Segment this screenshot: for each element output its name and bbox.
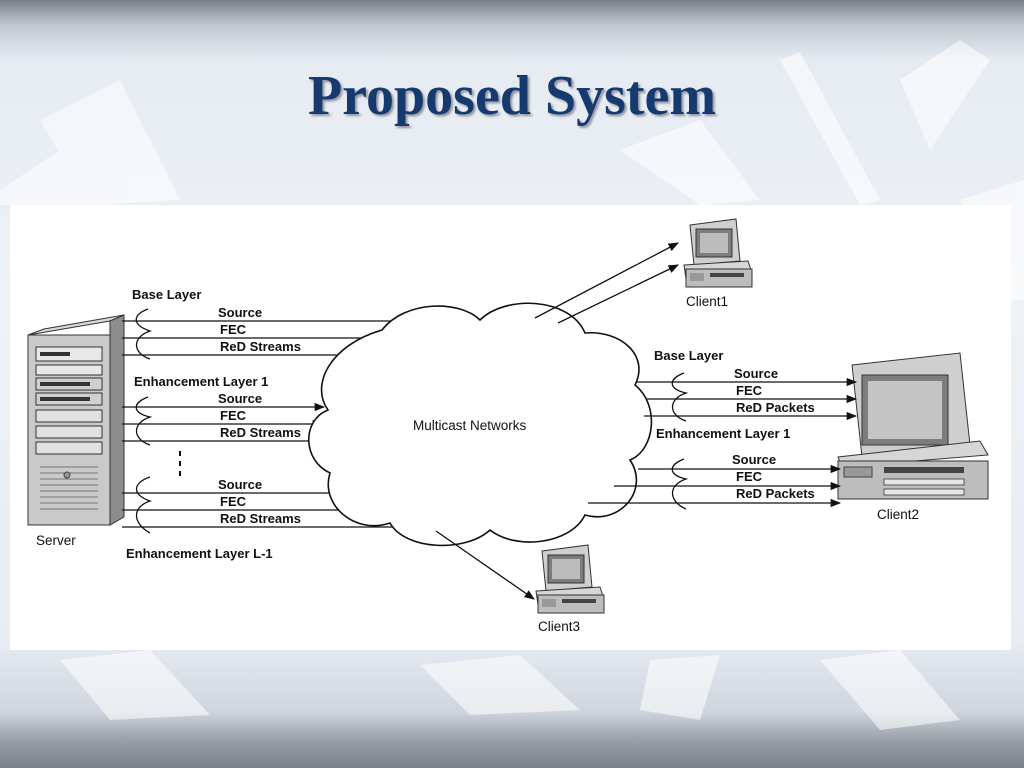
client1-label: Client1 bbox=[686, 294, 728, 309]
client2-g2-brace bbox=[671, 458, 689, 510]
client2-g1-red-label: ReD Packets bbox=[736, 400, 815, 415]
client2-g1-source-label: Source bbox=[734, 366, 778, 381]
server-g3-red-label: ReD Streams bbox=[220, 511, 301, 526]
server-g1-fec-label: FEC bbox=[220, 322, 247, 337]
server-icon bbox=[27, 314, 125, 526]
client2-base-layer-label: Base Layer bbox=[654, 348, 723, 363]
server-base-layer-label: Base Layer bbox=[132, 287, 201, 302]
client2-computer-icon bbox=[837, 352, 989, 500]
client2-enh-layer1-label: Enhancement Layer 1 bbox=[656, 426, 790, 441]
server-enh-layer1-label: Enhancement Layer 1 bbox=[134, 374, 268, 389]
client2-g1-brace bbox=[671, 372, 689, 422]
server-g3-fec-label: FEC bbox=[220, 494, 247, 509]
server-g2-fec-label: FEC bbox=[220, 408, 247, 423]
server-enh-layer-l1-label: Enhancement Layer L-1 bbox=[126, 546, 273, 561]
multicast-cloud bbox=[307, 302, 653, 547]
client2-g2-fec-label: FEC bbox=[736, 469, 763, 484]
cloud-label: Multicast Networks bbox=[413, 418, 527, 433]
client2-label: Client2 bbox=[877, 507, 919, 522]
server-g3-source-label: Source bbox=[218, 477, 262, 492]
client2-g2-source-label: Source bbox=[732, 452, 776, 467]
client2-g2-red-label: ReD Packets bbox=[736, 486, 815, 501]
diagram-panel: Server Base Layer Enhancement Layer 1 En… bbox=[10, 205, 1011, 650]
server-g2-red-label: ReD Streams bbox=[220, 425, 301, 440]
client1-computer-icon bbox=[683, 218, 753, 288]
server-g1-source-label: Source bbox=[218, 305, 262, 320]
client3-computer-icon bbox=[535, 544, 605, 614]
server-g3-brace bbox=[135, 476, 153, 534]
client3-label: Client3 bbox=[538, 619, 580, 634]
client2-g1-fec-label: FEC bbox=[736, 383, 763, 398]
server-g2-brace bbox=[135, 396, 153, 446]
server-g1-brace bbox=[135, 308, 153, 360]
network-diagram: Server Base Layer Enhancement Layer 1 En… bbox=[27, 218, 989, 634]
server-g1-red-label: ReD Streams bbox=[220, 339, 301, 354]
server-label: Server bbox=[36, 533, 76, 548]
server-g2-source-label: Source bbox=[218, 391, 262, 406]
slide-title: Proposed System bbox=[307, 65, 717, 127]
